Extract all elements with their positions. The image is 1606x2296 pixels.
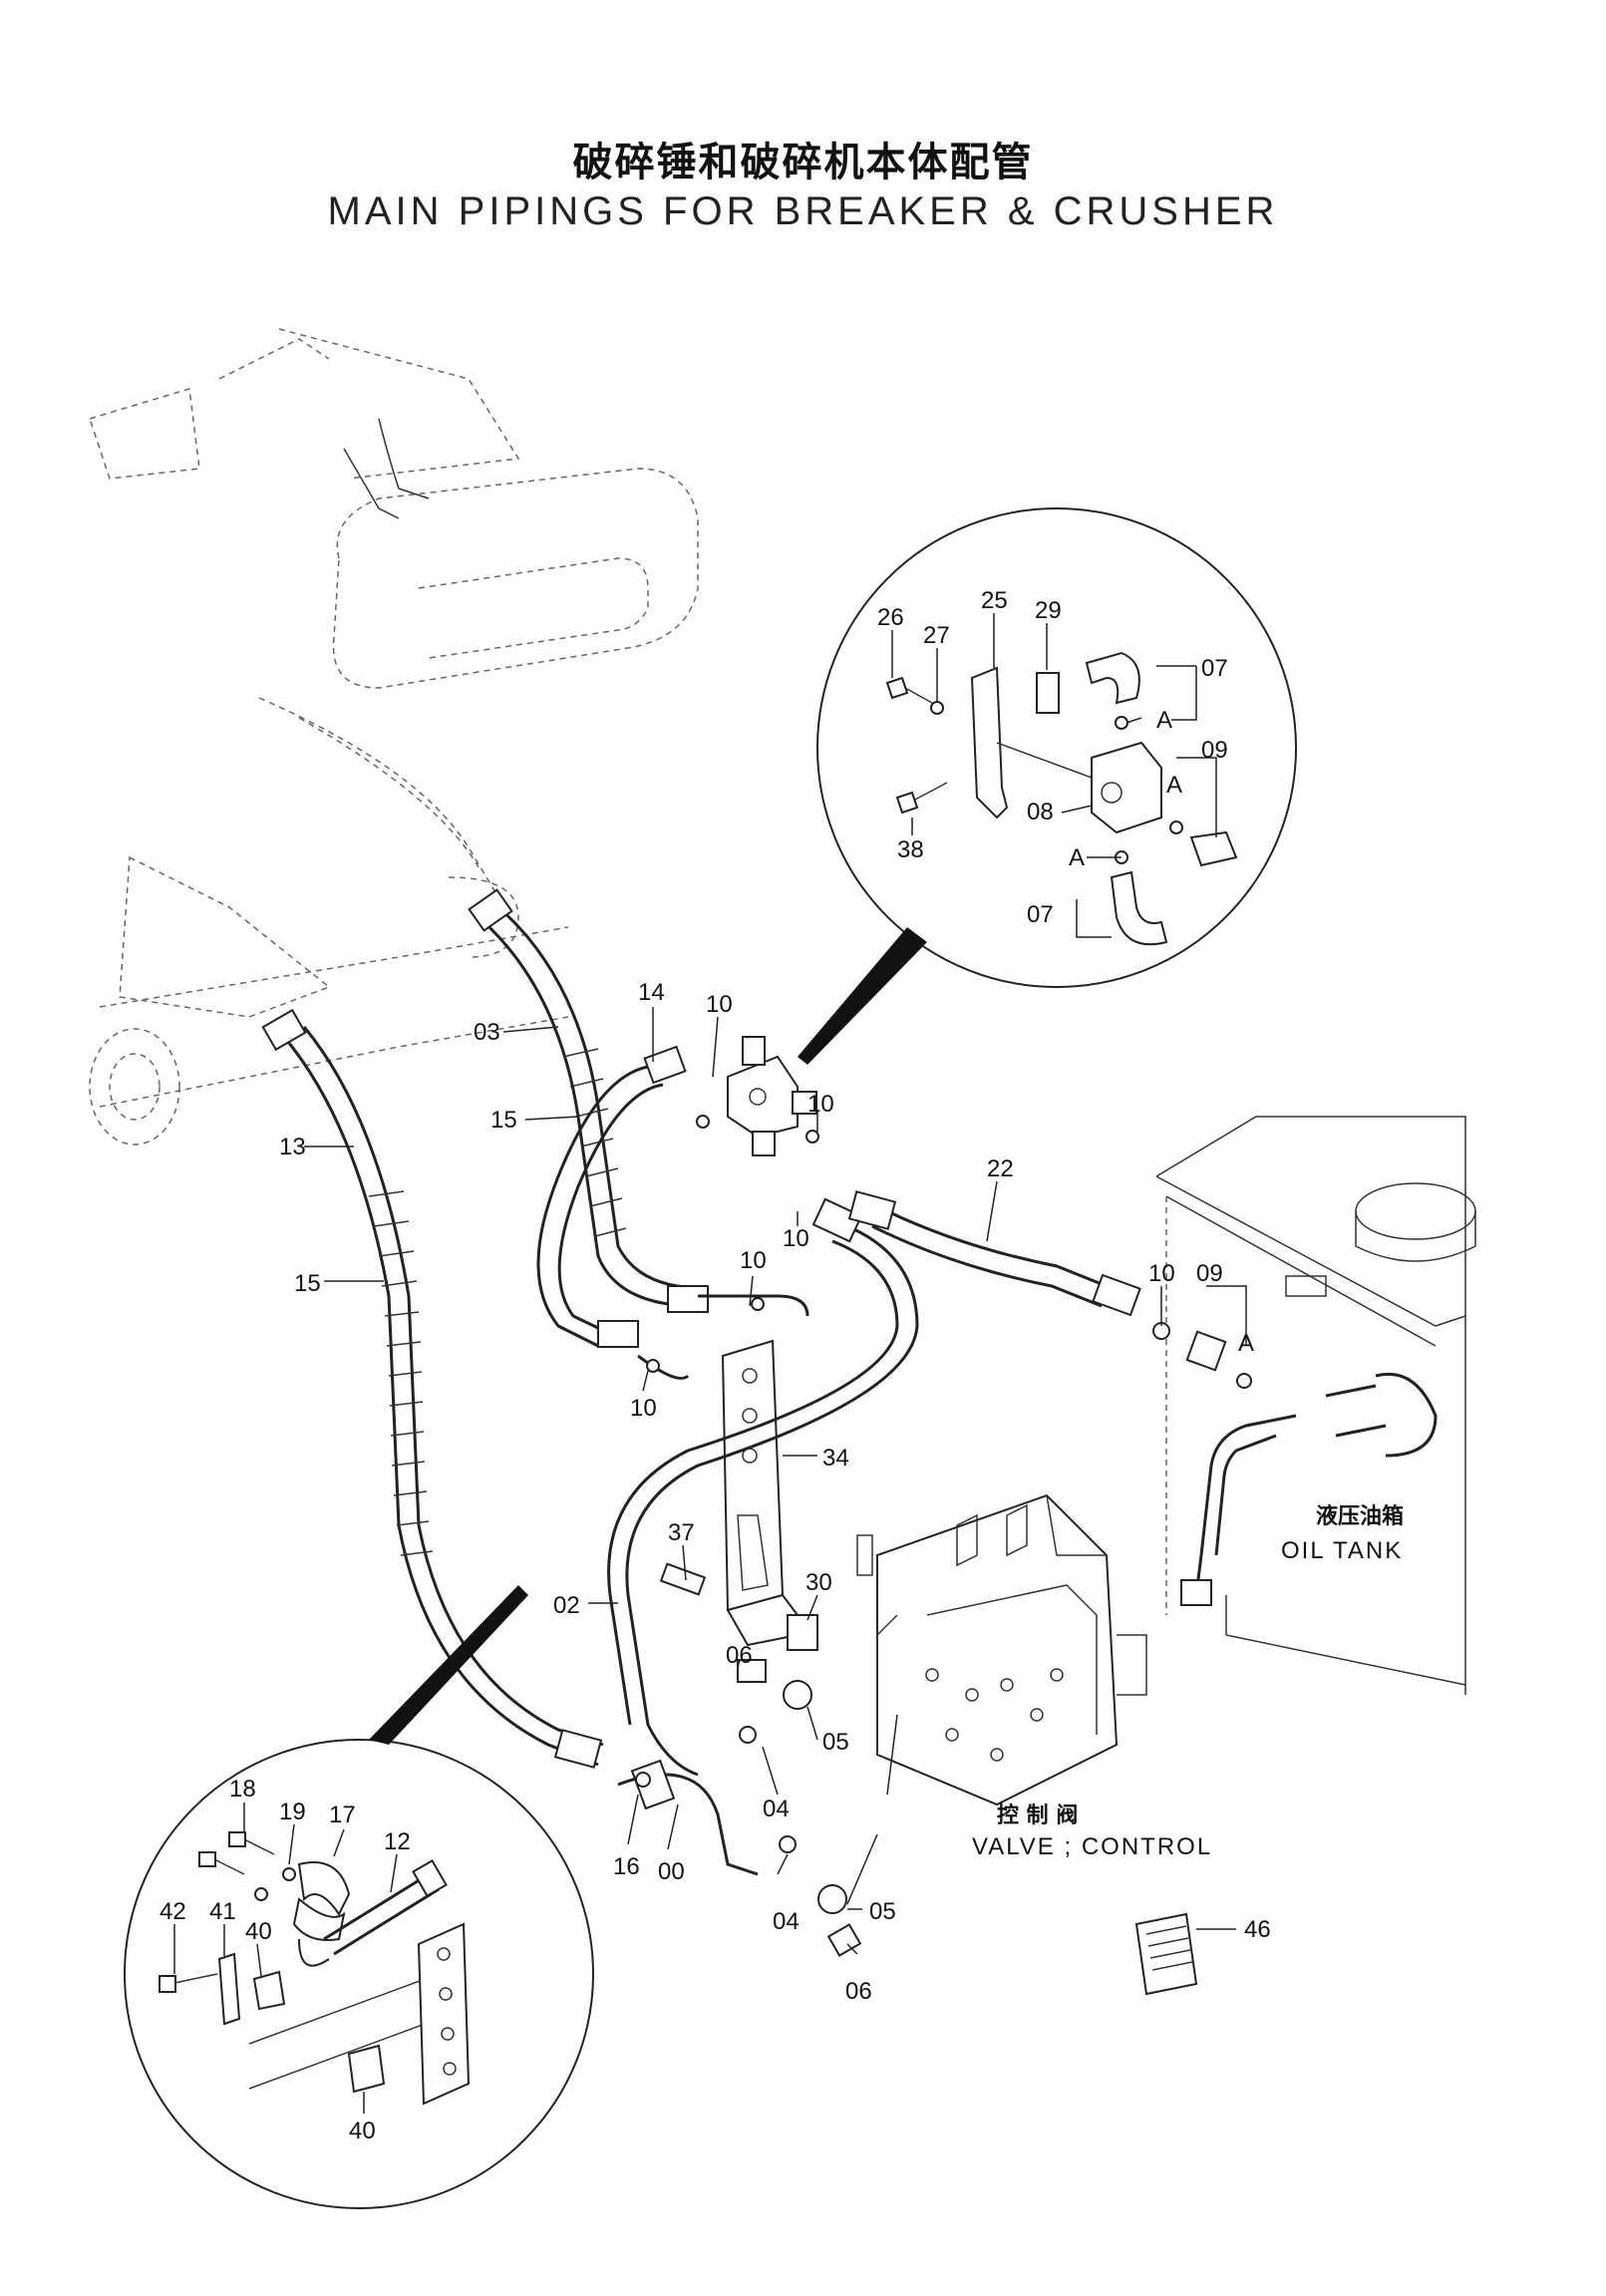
label-06-upper: 06 <box>726 1642 753 1669</box>
label-03: 03 <box>474 1019 500 1046</box>
label-41: 41 <box>209 1898 236 1925</box>
label-06-lower: 06 <box>845 1978 872 2005</box>
label-12: 12 <box>384 1828 411 1855</box>
control-valve <box>856 1493 1147 1806</box>
label-00: 00 <box>658 1858 685 1885</box>
plate-46 <box>1134 1912 1198 1996</box>
label-13: 13 <box>279 1134 306 1160</box>
label-02: 02 <box>553 1592 580 1619</box>
label-42: 42 <box>160 1898 186 1925</box>
label-09-main: 09 <box>1196 1260 1223 1287</box>
label-29: 29 <box>1035 597 1062 624</box>
label-14: 14 <box>638 979 665 1006</box>
valve-block <box>727 1036 817 1156</box>
label-08: 08 <box>1027 799 1054 825</box>
label-a-right: A <box>1166 772 1182 799</box>
label-38: 38 <box>897 836 924 863</box>
label-10-e: 10 <box>1148 1260 1175 1287</box>
hose-guard-13 <box>368 1190 434 1556</box>
oil-tank <box>1155 1116 1476 1695</box>
control-valve-label-en: VALVE ; CONTROL <box>972 1833 1212 1860</box>
title-english: MAIN PIPINGS FOR BREAKER & CRUSHER <box>327 189 1279 233</box>
label-37: 37 <box>668 1519 695 1546</box>
bracket-34 <box>721 1339 818 1651</box>
label-09-detail: 09 <box>1201 737 1228 764</box>
label-19: 19 <box>279 1799 306 1825</box>
label-34: 34 <box>822 1445 849 1472</box>
excavator-outline <box>89 328 699 1146</box>
label-16: 16 <box>613 1853 640 1880</box>
label-17: 17 <box>329 1802 356 1828</box>
label-10-b: 10 <box>807 1091 834 1118</box>
label-26: 26 <box>877 604 904 631</box>
detail-circle-upper <box>798 507 1297 1065</box>
detail-circle-lower <box>124 1585 594 2209</box>
label-a-bottom: A <box>1069 844 1085 871</box>
label-a-main: A <box>1238 1330 1254 1357</box>
hose-guard-03 <box>562 1048 627 1237</box>
oil-tank-label-en: OIL TANK <box>1281 1537 1403 1564</box>
label-30: 30 <box>805 1569 832 1596</box>
label-10-f: 10 <box>630 1395 657 1422</box>
label-05-lower: 05 <box>869 1898 896 1925</box>
label-15-upper: 15 <box>490 1107 517 1134</box>
label-40-bottom: 40 <box>349 2118 376 2144</box>
oil-tank-label-cn: 液压油箱 <box>1316 1503 1404 1529</box>
control-valve-label-cn: 控 制 阀 <box>997 1803 1078 1828</box>
leader-lines <box>304 1007 1247 1955</box>
label-40-top: 40 <box>245 1918 272 1945</box>
label-07-top: 07 <box>1201 655 1228 682</box>
label-18: 18 <box>229 1776 256 1803</box>
label-10-a: 10 <box>706 991 733 1018</box>
label-10-d: 10 <box>740 1247 767 1274</box>
label-27: 27 <box>923 622 950 649</box>
label-25: 25 <box>981 587 1008 614</box>
title-chinese: 破碎锤和破碎机本体配管 <box>572 140 1034 185</box>
label-04-upper: 04 <box>763 1796 790 1822</box>
label-15-lower: 15 <box>294 1270 321 1297</box>
label-05-upper: 05 <box>822 1729 849 1756</box>
label-a-top: A <box>1156 707 1172 734</box>
hoses <box>261 888 1141 1876</box>
label-22: 22 <box>987 1155 1014 1182</box>
label-10-c: 10 <box>783 1225 809 1252</box>
label-04-lower: 04 <box>773 1908 800 1935</box>
fittings <box>635 1115 1252 1957</box>
label-46: 46 <box>1244 1916 1271 1943</box>
label-07-bottom: 07 <box>1027 901 1054 928</box>
